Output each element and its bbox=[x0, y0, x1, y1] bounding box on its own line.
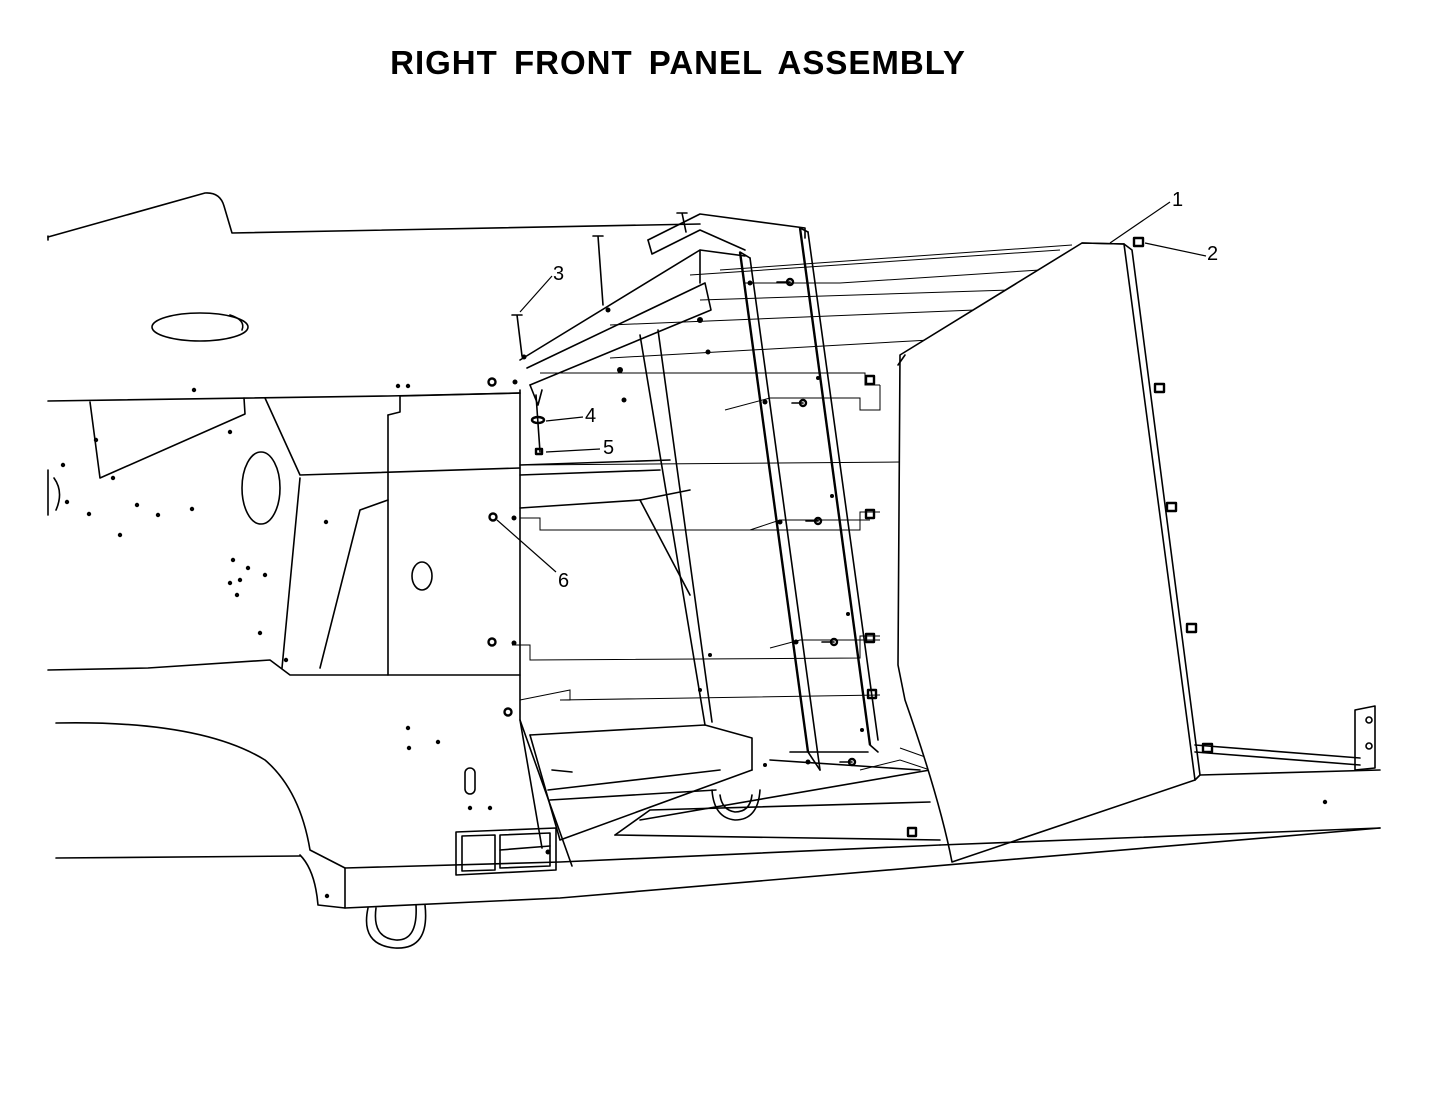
callout-1: 1 bbox=[1109, 189, 1183, 244]
right-front-panel bbox=[897, 242, 1381, 863]
callout-2: 2 bbox=[1144, 242, 1218, 265]
callout-label-2: 2 bbox=[1207, 243, 1218, 265]
body-panel bbox=[47, 192, 1381, 949]
callout-3: 3 bbox=[519, 263, 564, 313]
callout-label-4: 4 bbox=[585, 405, 596, 427]
callout-label-3: 3 bbox=[553, 263, 564, 285]
inner-plate bbox=[387, 389, 671, 876]
callout-label-5: 5 bbox=[603, 437, 614, 459]
callout-5: 5 bbox=[545, 437, 614, 459]
assembly-guide-lines bbox=[512, 244, 1073, 771]
panel-clips bbox=[864, 236, 1214, 838]
mounting-holes bbox=[60, 383, 1328, 899]
fasteners bbox=[487, 212, 864, 855]
page-title: RIGHT FRONT PANEL ASSEMBLY bbox=[390, 44, 966, 81]
callout-6: 6 bbox=[496, 519, 569, 592]
callout-label-1: 1 bbox=[1172, 189, 1183, 211]
support-frame bbox=[519, 213, 941, 841]
callout-label-6: 6 bbox=[558, 570, 569, 592]
callout-4: 4 bbox=[545, 405, 596, 427]
